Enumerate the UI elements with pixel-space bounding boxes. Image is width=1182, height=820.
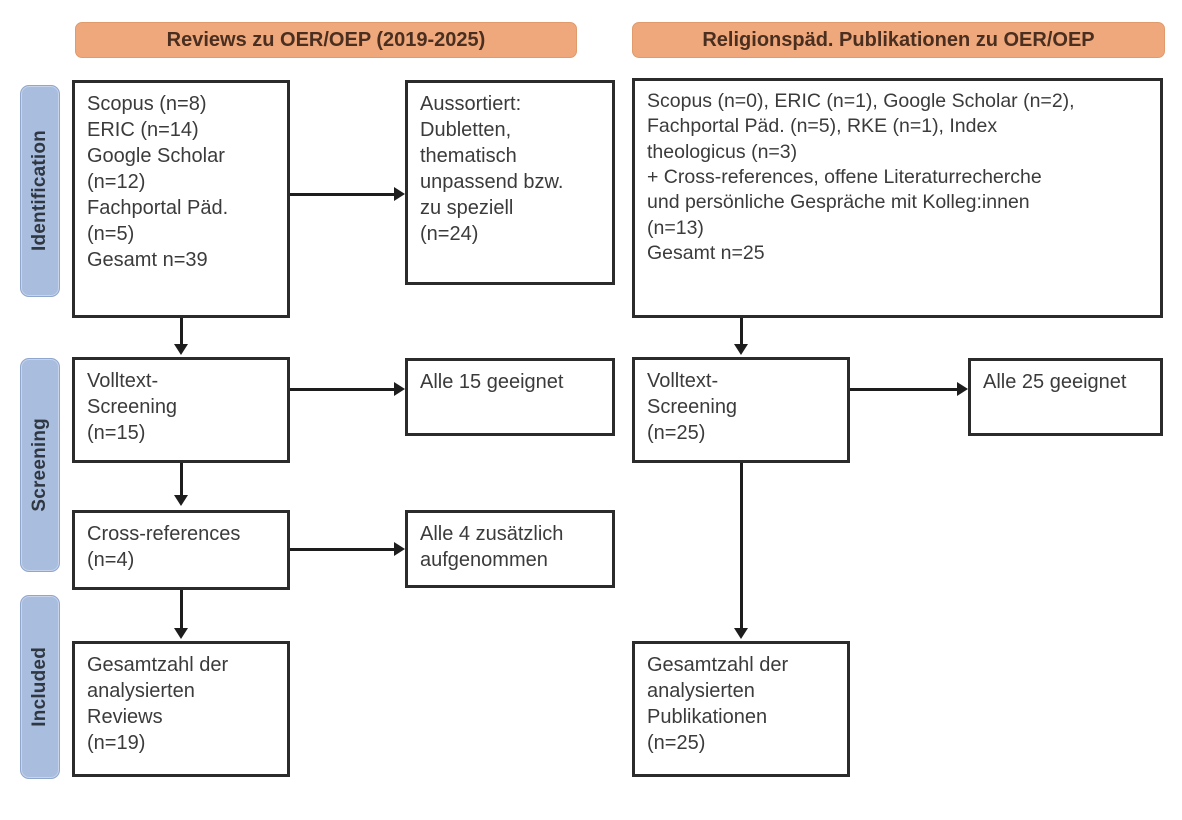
arrowhead-right-sources-to-fulltext [734, 344, 748, 355]
phase-label-included-text: Included [29, 647, 50, 727]
column-header-publications-text: Religionspäd. Publikationen zu OER/OEP [702, 28, 1095, 51]
phase-label-identification: Identification [20, 85, 60, 297]
box-left-fulltext-result: Alle 15 geeignet [405, 358, 615, 436]
box-left-excluded-text: Aussortiert: Dubletten, thematisch unpas… [420, 93, 564, 245]
box-left-fulltext-screening-text: Volltext- Screening (n=15) [87, 370, 178, 444]
phase-label-included: Included [20, 595, 60, 779]
arrowhead-left-sources-to-fulltext [174, 344, 188, 355]
column-header-reviews: Reviews zu OER/OEP (2019-2025) [75, 22, 577, 58]
arrowhead-left-crossrefs-to-included [174, 628, 188, 639]
box-left-sources: Scopus (n=8) ERIC (n=14) Google Scholar … [72, 80, 290, 318]
box-left-crossrefs-result-text: Alle 4 zusätzlich aufgenommen [420, 523, 564, 571]
box-left-crossrefs: Cross-references (n=4) [72, 510, 290, 590]
phase-label-identification-text: Identification [29, 130, 50, 252]
box-left-sources-text: Scopus (n=8) ERIC (n=14) Google Scholar … [87, 93, 229, 271]
connector-right-sources-to-fulltext [740, 318, 743, 344]
connector-left-fulltext-to-result [290, 388, 394, 391]
arrowhead-left-fulltext-to-crossrefs [174, 495, 188, 506]
connector-right-fulltext-to-result [850, 388, 957, 391]
connector-left-crossrefs-to-result [290, 548, 394, 551]
connector-left-fulltext-to-crossrefs [180, 463, 183, 495]
box-left-crossrefs-result: Alle 4 zusätzlich aufgenommen [405, 510, 615, 588]
box-right-included-text: Gesamtzahl der analysierten Publikatione… [647, 654, 789, 754]
box-right-fulltext-result-text: Alle 25 geeignet [983, 371, 1127, 393]
connector-right-fulltext-to-included [740, 463, 743, 628]
box-left-fulltext-screening: Volltext- Screening (n=15) [72, 357, 290, 463]
arrowhead-left-crossrefs-to-result [394, 542, 405, 556]
arrowhead-right-fulltext-to-included [734, 628, 748, 639]
arrowhead-left-fulltext-to-result [394, 382, 405, 396]
box-right-fulltext-screening: Volltext- Screening (n=25) [632, 357, 850, 463]
box-left-excluded: Aussortiert: Dubletten, thematisch unpas… [405, 80, 615, 285]
connector-left-sources-to-excluded [290, 193, 394, 196]
box-right-fulltext-result: Alle 25 geeignet [968, 358, 1163, 436]
column-header-reviews-text: Reviews zu OER/OEP (2019-2025) [166, 28, 486, 51]
box-right-sources: Scopus (n=0), ERIC (n=1), Google Scholar… [632, 78, 1163, 318]
phase-label-screening: Screening [20, 358, 60, 572]
box-left-included: Gesamtzahl der analysierten Reviews (n=1… [72, 641, 290, 777]
phase-label-screening-text: Screening [29, 418, 50, 512]
arrowhead-right-fulltext-to-result [957, 382, 968, 396]
arrowhead-left-sources-to-excluded [394, 187, 405, 201]
box-left-included-text: Gesamtzahl der analysierten Reviews (n=1… [87, 654, 229, 754]
column-header-publications: Religionspäd. Publikationen zu OER/OEP [632, 22, 1165, 58]
box-right-included: Gesamtzahl der analysierten Publikatione… [632, 641, 850, 777]
box-right-sources-text: Scopus (n=0), ERIC (n=1), Google Scholar… [647, 90, 1075, 265]
box-right-fulltext-screening-text: Volltext- Screening (n=25) [647, 370, 738, 444]
box-left-crossrefs-text: Cross-references (n=4) [87, 523, 241, 571]
connector-left-sources-to-fulltext [180, 318, 183, 344]
connector-left-crossrefs-to-included [180, 590, 183, 628]
box-left-fulltext-result-text: Alle 15 geeignet [420, 371, 564, 393]
